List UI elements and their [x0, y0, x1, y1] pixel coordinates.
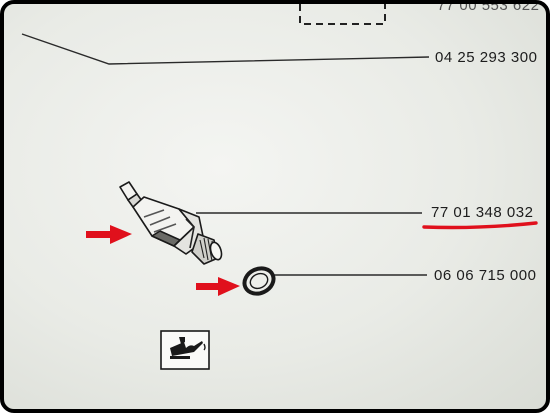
dashed-box: [299, 4, 386, 25]
sealing-washer-drawing: [242, 266, 276, 296]
part-number-washer: 06 06 715 000: [434, 267, 537, 284]
part-number-top-partial: 77 00 553 622: [437, 0, 540, 14]
diagram-drawing: [21, 4, 538, 370]
red-arrow-sensor: [86, 225, 132, 244]
oil-can-icon: [160, 330, 210, 370]
red-arrow-washer: [196, 277, 240, 296]
red-underline-highlight: [422, 221, 538, 230]
part-number-bolt: 04 25 293 300: [435, 49, 538, 66]
leader-line-bolt: [21, 33, 430, 65]
part-number-sensor: 77 01 348 032: [431, 204, 534, 221]
oil-pressure-sensor-drawing: [119, 181, 223, 265]
